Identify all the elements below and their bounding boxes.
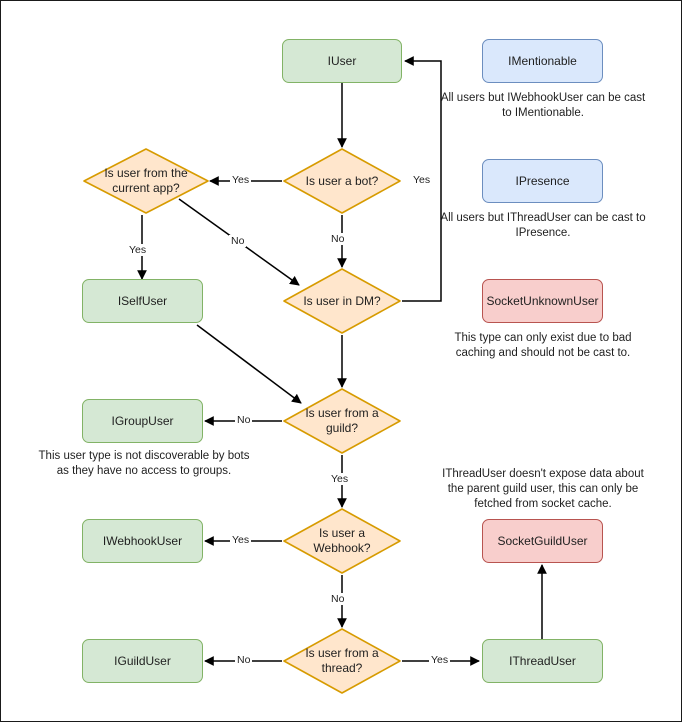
node-is-bot[interactable]: Is user a bot?: [282, 147, 402, 215]
node-igroupuser-label: IGroupUser: [111, 413, 174, 428]
node-ipresence-label: IPresence: [515, 173, 570, 188]
note-socketguilduser: IThreadUser doesn't expose data about th…: [442, 468, 644, 510]
node-imentionable[interactable]: IMentionable: [482, 39, 603, 83]
node-iwebhookuser-label: IWebhookUser: [102, 533, 183, 548]
note-socketunknownuser: This type can only exist due to bad cach…: [454, 332, 632, 359]
node-socketunknownuser-label: SocketUnknownUser: [486, 293, 599, 308]
node-is-dm[interactable]: Is user in DM?: [282, 267, 402, 335]
node-iselfuser[interactable]: ISelfUser: [82, 279, 203, 323]
node-is-dm-label: Is user in DM?: [303, 293, 381, 308]
edge-label-webhook-yes: Yes: [230, 534, 252, 546]
node-iuser[interactable]: IUser: [282, 39, 402, 83]
edge-label-thread-no: No: [235, 654, 253, 666]
edge-label-bot-no: No: [329, 233, 347, 245]
edge-label-webhook-no: No: [329, 593, 347, 605]
node-is-guild[interactable]: Is user from a guild?: [282, 387, 402, 455]
edge-label-guild-no: No: [235, 414, 253, 426]
node-is-thread[interactable]: Is user from a thread?: [282, 627, 402, 695]
node-is-guild-label: Is user from a guild?: [305, 406, 379, 435]
node-imentionable-label: IMentionable: [508, 53, 577, 68]
node-socketguilduser[interactable]: SocketGuildUser: [482, 519, 603, 563]
node-iguilduser[interactable]: IGuildUser: [82, 639, 203, 683]
node-socketunknownuser[interactable]: SocketUnknownUser: [482, 279, 603, 323]
edge-label-dm-yes: Yes: [411, 174, 433, 186]
note-imentionable: All users but IWebhookUser can be cast t…: [440, 92, 646, 119]
note-igroupuser: This user type is not discoverable by bo…: [38, 450, 250, 477]
node-is-bot-label: Is user a bot?: [305, 173, 379, 188]
node-iuser-label: IUser: [327, 53, 357, 68]
note-ipresence: All users but IThreadUser can be cast to…: [440, 212, 646, 239]
node-is-thread-label: Is user from a thread?: [305, 646, 379, 675]
edge-label-currentapp-no: No: [229, 235, 247, 247]
edge-label-guild-yes: Yes: [329, 473, 351, 485]
node-ithreaduser-label: IThreadUser: [509, 653, 576, 668]
node-ipresence[interactable]: IPresence: [482, 159, 603, 203]
edge-label-currentapp-yes: Yes: [127, 244, 149, 256]
node-iwebhookuser[interactable]: IWebhookUser: [82, 519, 203, 563]
node-is-current-app-label: Is user from the current app?: [104, 166, 188, 195]
node-socketguilduser-label: SocketGuildUser: [497, 533, 588, 548]
node-is-webhook[interactable]: Is user a Webhook?: [282, 507, 402, 575]
node-is-current-app[interactable]: Is user from the current app?: [82, 147, 210, 215]
edge-label-thread-yes: Yes: [429, 654, 451, 666]
edge-label-bot-yes: Yes: [230, 174, 252, 186]
node-iguilduser-label: IGuildUser: [114, 653, 171, 668]
node-iselfuser-label: ISelfUser: [117, 293, 168, 308]
node-igroupuser[interactable]: IGroupUser: [82, 399, 203, 443]
node-is-webhook-label: Is user a Webhook?: [313, 526, 371, 555]
node-ithreaduser[interactable]: IThreadUser: [482, 639, 603, 683]
